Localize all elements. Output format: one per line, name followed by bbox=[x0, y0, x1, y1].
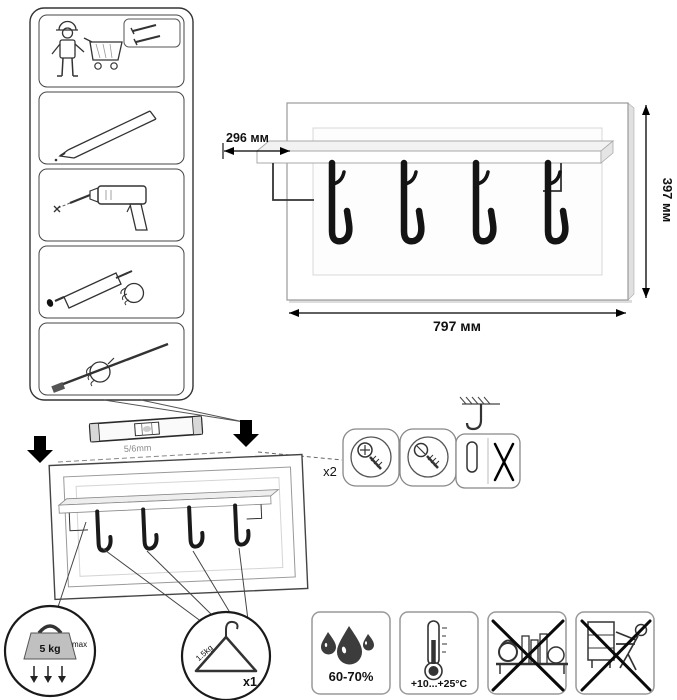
level-mark-label: 5/6mm bbox=[124, 443, 152, 454]
keyhole-slot-icon bbox=[466, 441, 478, 473]
leader-line bbox=[238, 547, 249, 621]
mounting-arrow-left-icon bbox=[27, 436, 53, 463]
no-push-badge bbox=[575, 611, 655, 695]
panel-side-edge bbox=[627, 102, 635, 301]
tools-panel bbox=[29, 7, 194, 401]
hook-load-badge: 1.5kg x1 bbox=[180, 610, 272, 700]
marking-dashed-line bbox=[57, 451, 233, 463]
weight-icon bbox=[23, 624, 77, 660]
screw-callout-2 bbox=[399, 428, 457, 487]
water-drops-icon bbox=[321, 626, 374, 665]
coat-hook bbox=[472, 159, 497, 245]
step-drill-holes bbox=[38, 168, 185, 242]
shelf bbox=[255, 140, 615, 164]
shelf-load-max-label: max bbox=[72, 640, 87, 649]
screw-callout-1 bbox=[342, 428, 400, 487]
thermometer-icon bbox=[424, 620, 447, 681]
keyhole-warning bbox=[455, 396, 521, 489]
coat-hooks bbox=[328, 159, 569, 245]
push-furniture-icon bbox=[587, 621, 648, 671]
drill-icon bbox=[53, 185, 148, 231]
spirit-level-icon bbox=[88, 415, 204, 443]
screws-icon bbox=[123, 18, 181, 48]
shelf-load-badge: 5 kg max bbox=[3, 604, 97, 698]
hook-load-qty: x1 bbox=[243, 675, 257, 689]
product-drawing: 296 мм 397 мм 797 мм bbox=[222, 102, 675, 334]
person-with-cart-icon bbox=[51, 20, 123, 77]
cross-icon bbox=[493, 442, 515, 482]
screw-callouts: x2 bbox=[323, 396, 521, 489]
installation-diagram: 5/6mm x2 bbox=[27, 396, 521, 626]
step-glue bbox=[38, 245, 185, 319]
temperature-badge: +10...+25°C bbox=[399, 611, 479, 695]
pencil-icon bbox=[54, 110, 157, 162]
leader-line bbox=[146, 550, 217, 620]
dim-depth: 296 мм bbox=[222, 131, 290, 159]
panel-bottom-edge bbox=[289, 300, 632, 303]
dim-height: 397 мм bbox=[642, 105, 675, 298]
glue-applicator-icon bbox=[46, 270, 145, 309]
overloaded-shelf-icon bbox=[496, 633, 568, 674]
hand-fixing-icon bbox=[51, 342, 169, 393]
load-direction-arrows-icon bbox=[30, 666, 66, 683]
leader-line bbox=[140, 399, 245, 423]
wall-hook-icon bbox=[459, 396, 500, 431]
screws-qty-label: x2 bbox=[323, 464, 337, 479]
leader-line bbox=[103, 399, 245, 423]
coat-hook bbox=[544, 159, 569, 245]
coat-hook bbox=[328, 159, 353, 245]
shelf-load-value: 5 kg bbox=[39, 643, 60, 655]
cross-icon bbox=[491, 619, 565, 692]
mounting-arrow-right-icon bbox=[233, 420, 259, 447]
dim-depth-label: 296 мм bbox=[226, 131, 269, 145]
dim-height-label: 397 мм bbox=[660, 178, 675, 223]
mounted-hooks bbox=[95, 503, 251, 553]
humidity-badge: 60-70% bbox=[311, 611, 391, 695]
dowel-screw-icon bbox=[413, 442, 440, 469]
coat-hook bbox=[400, 159, 425, 245]
temperature-value: +10...+25°C bbox=[411, 678, 468, 690]
dim-width: 797 мм bbox=[289, 309, 626, 334]
screw-icon bbox=[357, 442, 383, 470]
step-buy-tools bbox=[38, 14, 185, 88]
step-mark-pencil bbox=[38, 91, 185, 165]
leader-line bbox=[192, 550, 233, 617]
hanger-icon bbox=[194, 620, 258, 673]
humidity-value: 60-70% bbox=[329, 669, 374, 684]
cross-icon bbox=[580, 619, 652, 692]
no-overload-badge bbox=[487, 611, 568, 695]
mounted-rack bbox=[48, 453, 309, 601]
dim-width-label: 797 мм bbox=[433, 318, 481, 334]
bracket-left bbox=[272, 163, 314, 201]
step-hand-fixing bbox=[38, 322, 185, 396]
leader-line bbox=[56, 521, 87, 611]
leader-line bbox=[101, 547, 207, 626]
